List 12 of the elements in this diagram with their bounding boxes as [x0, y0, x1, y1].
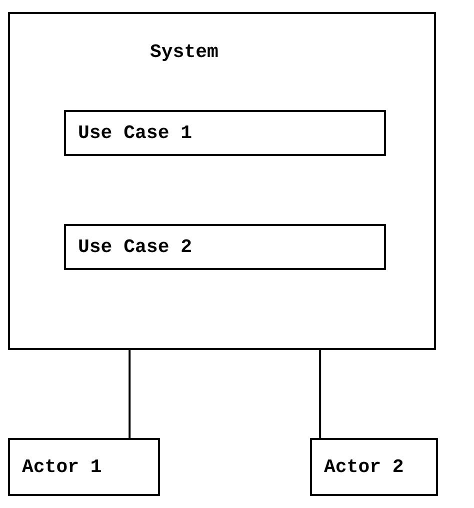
connector-line: [319, 350, 322, 438]
box-heading: System: [150, 40, 218, 65]
box-label: Use Case 1: [78, 120, 192, 146]
box-label: Actor 1: [22, 454, 102, 480]
box: [64, 110, 386, 156]
box: [8, 438, 160, 496]
system-boundary-box: [8, 12, 436, 350]
connector-line: [128, 350, 131, 438]
box-label: Actor 2: [324, 454, 404, 480]
box: [64, 224, 386, 270]
box-label: Use Case 2: [78, 234, 192, 260]
box: [310, 438, 438, 496]
